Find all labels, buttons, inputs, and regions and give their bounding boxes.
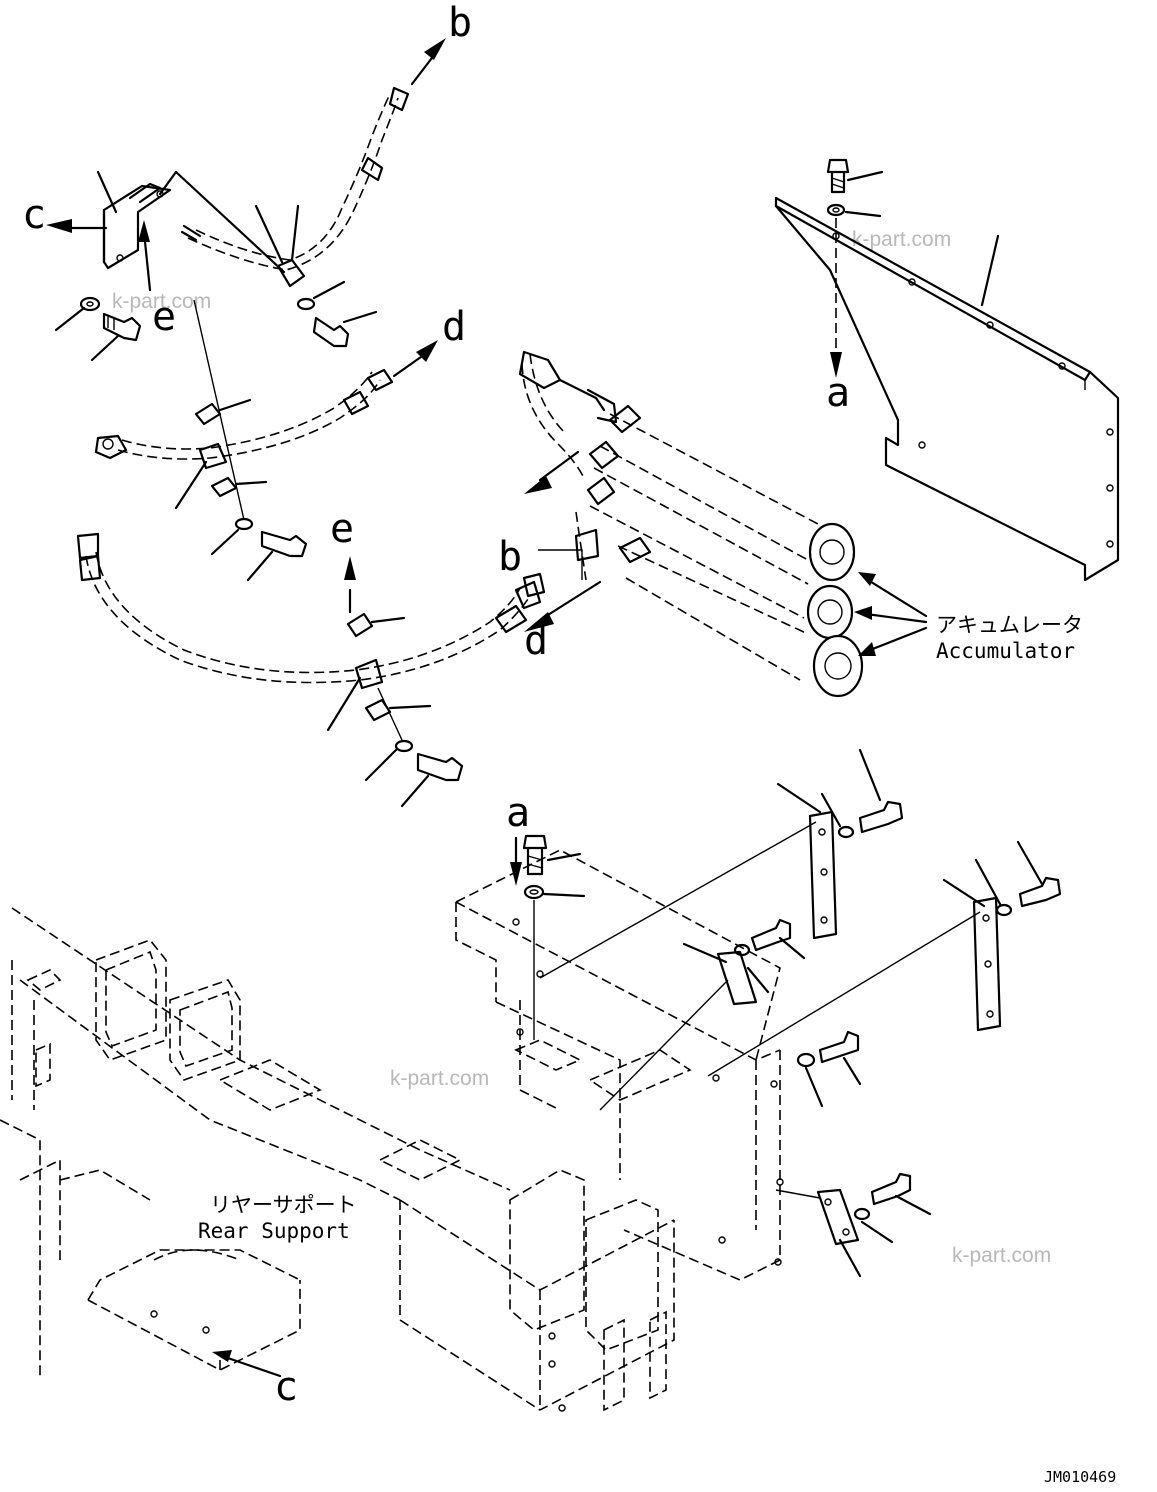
bracket-bolt [54, 296, 142, 362]
accumulator-label-jp: アキュムレータ [936, 613, 1083, 637]
callout-e-mid-label: e [330, 506, 354, 552]
hose-d: d [94, 299, 466, 582]
callout-d-mid-label: d [524, 618, 548, 664]
cover-plate [774, 196, 1120, 582]
callout-d-top-label: d [442, 304, 466, 350]
hose-bracket: c e [22, 170, 286, 340]
hose-e: e [76, 506, 542, 808]
frame-brackets [539, 748, 1062, 1278]
callout-b-top-label: b [448, 0, 472, 46]
hose-b: b [180, 0, 472, 348]
frame-bolt-a: a [506, 790, 586, 1040]
watermark-3: k-part.com [390, 1067, 489, 1090]
cover-bolt [826, 158, 884, 218]
rear-support-label-jp: リヤーサポート [210, 1193, 357, 1217]
callout-c-left-label: c [22, 192, 46, 238]
rear-support-label-en: Rear Support [198, 1219, 350, 1243]
callout-a-bottom-label: a [506, 790, 530, 836]
callout-a-top-label: a [826, 370, 850, 416]
callout-b-mid-label: b [498, 534, 522, 580]
watermark-1: k-part.com [112, 290, 211, 313]
callout-e-left-label: e [152, 294, 176, 340]
watermark-2: k-part.com [852, 228, 951, 251]
callout-a-top: a [826, 218, 850, 416]
accumulator-label-en: Accumulator [936, 639, 1075, 663]
accumulator-group: b d アキュムレータ Accumulator [498, 350, 1083, 698]
rear-frame: c リヤーサポート Rear Support [0, 849, 784, 1412]
drawing-number: JM010469 [1044, 1468, 1116, 1486]
callout-c-bottom-label: c [274, 1364, 298, 1410]
watermark-4: k-part.com [952, 1244, 1051, 1267]
